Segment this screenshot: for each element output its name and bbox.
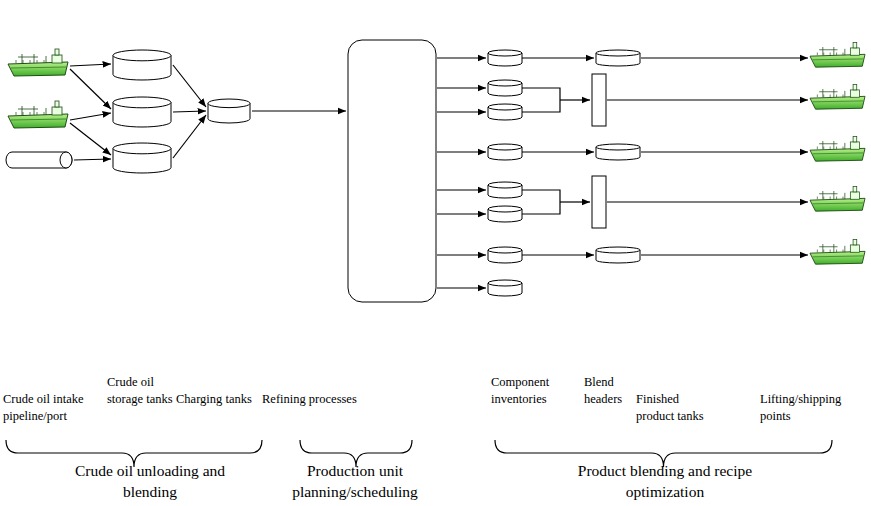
finished-product-tank (596, 144, 640, 160)
flow-arrow (70, 69, 111, 109)
flow-arrow (70, 113, 111, 120)
flow-arrow (641, 57, 808, 58)
tanker-ship (810, 42, 865, 67)
flow-arrow (437, 111, 486, 112)
component-tank (488, 206, 522, 222)
column-label: Finished product tanks (636, 391, 720, 425)
flow-arrow (74, 159, 111, 160)
tanker-ship (810, 136, 865, 161)
tanker-ship (810, 239, 865, 264)
group-label: Product blending and recipe optimization (570, 461, 760, 503)
column-label: Blend headers (584, 374, 630, 408)
flow-arrow (560, 99, 590, 100)
column-label: Refining processes (262, 391, 372, 408)
component-tank (488, 144, 522, 160)
flow-arrow (70, 123, 111, 155)
flow-arrow (437, 213, 486, 214)
component-tank (488, 104, 522, 120)
column-label: Crude oil storage tanks (107, 374, 179, 408)
flow-arrow (437, 189, 486, 190)
column-label: Component inventories (491, 374, 563, 408)
component-tank (488, 80, 522, 96)
crude-storage-tank (113, 50, 171, 80)
component-tank (488, 247, 522, 263)
component-tank (488, 50, 522, 66)
finished-product-tank (596, 50, 640, 66)
flow-arrow (641, 151, 808, 152)
component-tank (488, 280, 522, 296)
pipeline (6, 152, 72, 168)
flow-arrow (522, 254, 594, 255)
column-label: Crude oil intake pipeline/port (3, 391, 103, 425)
column-label: Lifting/shipping points (760, 391, 860, 425)
tanker-ship (810, 186, 865, 211)
crude-storage-tank (113, 97, 171, 127)
refining-block (348, 40, 436, 302)
blend-header (592, 176, 606, 228)
group-label: Production unit planning/scheduling (250, 461, 460, 503)
flow-arrow (437, 287, 486, 288)
flow-arrow (437, 87, 486, 88)
flow-arrow (173, 65, 206, 107)
blend-header (592, 74, 606, 126)
tanker-ship (810, 84, 865, 109)
flow-arrow (522, 57, 594, 58)
crude-storage-tank (113, 143, 171, 173)
flow-arrow (252, 110, 346, 111)
flow-arrow (641, 254, 808, 255)
column-label: Charging tanks (176, 391, 276, 408)
charging-tank (208, 99, 250, 123)
flow-arrow (560, 201, 590, 202)
component-tank (488, 182, 522, 198)
flow-arrow (70, 64, 111, 66)
flow-arrow (173, 115, 206, 158)
tanker-ship (8, 49, 68, 76)
flow-arrow (437, 151, 486, 152)
flow-arrow (437, 57, 486, 58)
flow-arrow (607, 99, 808, 100)
tanker-ship (8, 101, 68, 128)
group-label: Crude oil unloading and blending (55, 461, 245, 503)
flow-arrow (437, 254, 486, 255)
flow-line (522, 190, 560, 214)
flow-arrow (607, 201, 808, 202)
finished-product-tank (596, 247, 640, 263)
flow-arrow (173, 111, 206, 112)
flow-line (522, 88, 560, 112)
flow-arrow (522, 151, 594, 152)
